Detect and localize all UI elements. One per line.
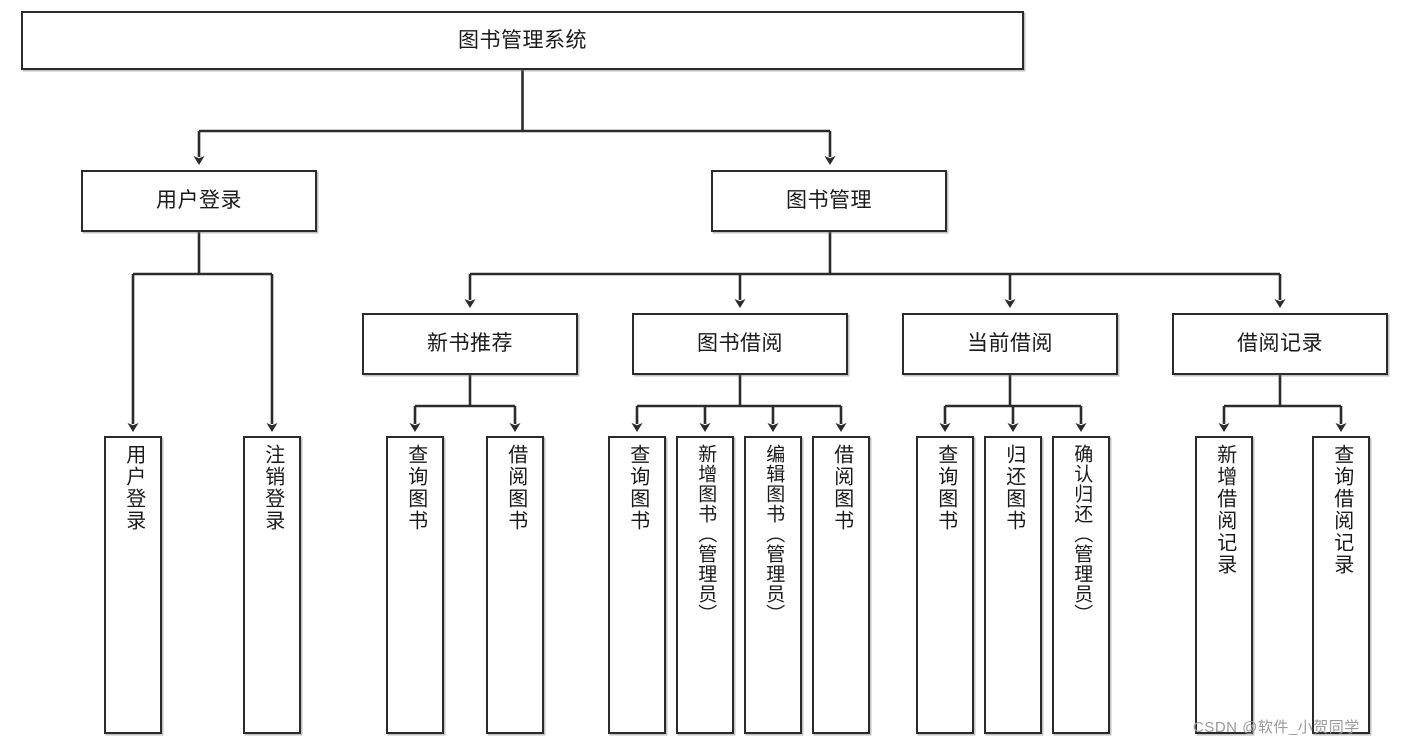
node-borrow-record[interactable]: 借阅记录 — [1172, 313, 1388, 375]
leaf-add-borrow-record[interactable]: 新增借阅记录 — [1195, 436, 1253, 734]
leaf-edit-book-admin-label: 编辑图书（管理员） — [763, 444, 785, 624]
node-root[interactable]: 图书管理系统 — [21, 11, 1024, 70]
leaf-confirm-return-admin[interactable]: 确认归还（管理员） — [1052, 436, 1110, 734]
leaf-borrow-book-recommend[interactable]: 借阅图书 — [486, 436, 544, 734]
node-book-borrow-label: 图书借阅 — [697, 332, 783, 356]
leaf-add-book-admin[interactable]: 新增图书（管理员） — [676, 436, 734, 734]
node-new-book-recommend-label: 新书推荐 — [427, 332, 513, 356]
leaf-query-book-current[interactable]: 查询图书 — [916, 436, 974, 734]
csdn-watermark: CSDN @软件_小贺同学 — [1193, 719, 1360, 736]
leaf-borrow-book[interactable]: 借阅图书 — [812, 436, 870, 734]
node-current-borrow-label: 当前借阅 — [967, 332, 1053, 356]
node-book-management[interactable]: 图书管理 — [711, 170, 947, 232]
node-borrow-record-label: 借阅记录 — [1237, 332, 1323, 356]
node-book-management-label: 图书管理 — [786, 189, 872, 213]
leaf-user-login-label: 用户登录 — [122, 444, 145, 532]
leaf-confirm-return-admin-label: 确认归还（管理员） — [1071, 444, 1093, 624]
leaf-logout-login-label: 注销登录 — [261, 444, 284, 532]
node-book-borrow[interactable]: 图书借阅 — [632, 313, 848, 375]
leaf-add-book-admin-label: 新增图书（管理员） — [695, 444, 717, 624]
leaf-query-book-borrow-label: 查询图书 — [626, 444, 649, 532]
leaf-user-login[interactable]: 用户登录 — [104, 436, 162, 734]
node-current-borrow[interactable]: 当前借阅 — [902, 313, 1118, 375]
leaf-query-book-recommend-label: 查询图书 — [404, 444, 427, 532]
leaf-return-book[interactable]: 归还图书 — [984, 436, 1042, 734]
leaf-add-borrow-record-label: 新增借阅记录 — [1213, 444, 1236, 576]
node-user-login[interactable]: 用户登录 — [81, 170, 317, 232]
node-root-label: 图书管理系统 — [458, 28, 587, 52]
leaf-borrow-book-label: 借阅图书 — [830, 444, 853, 532]
leaf-edit-book-admin[interactable]: 编辑图书（管理员） — [744, 436, 802, 734]
leaf-query-borrow-record-label: 查询借阅记录 — [1330, 444, 1353, 576]
leaf-query-book-borrow[interactable]: 查询图书 — [608, 436, 666, 734]
leaf-query-book-current-label: 查询图书 — [934, 444, 957, 532]
node-new-book-recommend[interactable]: 新书推荐 — [362, 313, 578, 375]
leaf-logout-login[interactable]: 注销登录 — [243, 436, 301, 734]
leaf-return-book-label: 归还图书 — [1002, 444, 1025, 532]
leaf-borrow-book-recommend-label: 借阅图书 — [504, 444, 527, 532]
node-user-login-label: 用户登录 — [156, 189, 242, 213]
leaf-query-book-recommend[interactable]: 查询图书 — [386, 436, 444, 734]
leaf-query-borrow-record[interactable]: 查询借阅记录 — [1312, 436, 1370, 734]
